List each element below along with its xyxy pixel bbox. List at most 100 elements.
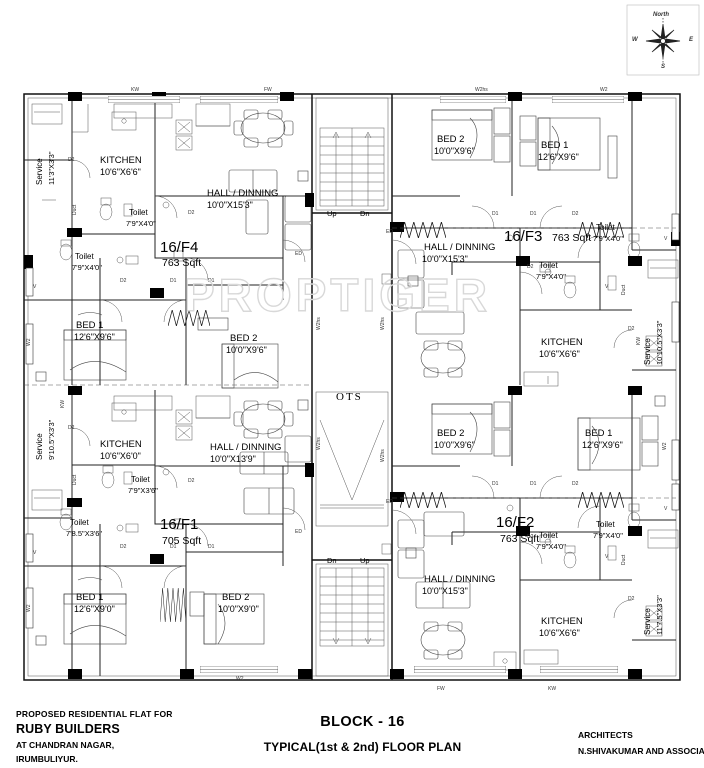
room-dims-hall-f2: 10'0"X15'3" xyxy=(422,586,468,596)
unit-name-f3: 16/F3 xyxy=(504,228,542,245)
proposed-for-label: PROPOSED RESIDENTIAL FLAT FOR xyxy=(16,709,173,719)
sofa-set-f1 xyxy=(239,399,312,515)
door-tag-d2a-f3: D2 xyxy=(572,211,579,217)
door-tag-d2a-f2: D2 xyxy=(572,481,579,487)
bed1-furniture-f2 xyxy=(577,395,666,471)
room-label-service-f2: Service xyxy=(643,608,652,635)
room-dims-hall-f3: 10'0"X15'3" xyxy=(422,254,468,264)
room-dims-kitchen-f4: 10'6"X6'6" xyxy=(100,167,141,177)
architects-label: ARCHITECTS xyxy=(578,730,633,740)
room-dims-toilet1-f1: 7'9"X3'6" xyxy=(128,486,158,495)
room-label-kitchen-f4: KITCHEN xyxy=(100,155,142,166)
room-dims-kitchen-f1: 10'6"X6'0" xyxy=(100,451,141,461)
central-core xyxy=(311,94,393,680)
doors-f1 xyxy=(71,427,306,589)
door-tag-d1b-f4: D1 xyxy=(208,278,215,284)
room-label-bed2-f1: BED 2 xyxy=(222,592,249,603)
stair-up-label-top: Up xyxy=(327,209,337,218)
room-dims-service-f1: 9'10.5"X3'3" xyxy=(47,419,56,460)
bed1-furniture-f3 xyxy=(519,115,618,179)
service-fixtures-f1 xyxy=(31,489,63,511)
ventilator-tag-f4: V xyxy=(33,284,37,290)
window-tag-fw-f4: FW xyxy=(264,87,272,93)
door-tag-d2b-f1: D2 xyxy=(188,478,195,484)
kitchen-counter-f2 xyxy=(493,529,679,671)
unit-name-f4: 16/F4 xyxy=(160,239,198,256)
stair-dn-label-top: Dn xyxy=(360,209,370,218)
bed2-furniture-f4 xyxy=(168,310,279,389)
door-tag-d2c-f2: D2 xyxy=(628,596,635,602)
dining-set-f1 xyxy=(233,400,294,439)
plan-subtitle: TYPICAL(1st & 2nd) FLOOR PLAN xyxy=(263,740,462,754)
window-tag-kw-f1: KW xyxy=(60,400,66,408)
duct-tag-f4: Duct xyxy=(72,204,78,215)
wing-tag-right: W2hs xyxy=(380,317,386,330)
room-label-toilet2-f4: Toilet xyxy=(75,252,94,261)
room-label-bed2-f3: BED 2 xyxy=(437,134,464,145)
drawing-title-block: BLOCK - 16 TYPICAL(1st & 2nd) FLOOR PLAN xyxy=(245,714,480,754)
bed1-furniture-f4 xyxy=(35,312,127,382)
room-label-bed1-f1: BED 1 xyxy=(76,592,103,603)
door-tag-d1a-f3: D1 xyxy=(492,211,499,217)
windows-f2 xyxy=(400,439,680,673)
architect-block: ARCHITECTS N.SHIVAKUMAR AND ASSOCIATES xyxy=(578,730,704,756)
duct-tag-f2: Duct xyxy=(621,554,627,565)
room-dims-service-f3: 10'10.5"X3'3" xyxy=(655,320,664,365)
door-tag-d2c-f3: D2 xyxy=(628,326,635,332)
room-label-toilet2-f1: Toilet xyxy=(70,518,89,527)
unit-area-f2: 763 Sqft xyxy=(500,533,539,545)
room-label-service-f3: Service xyxy=(643,338,652,365)
entry-door-tag-f1: ED xyxy=(295,529,302,535)
door-tag-d1b-f2: D1 xyxy=(530,481,537,487)
stair-up-label-bottom: Up xyxy=(360,556,370,565)
ventilator-tag-b-f3: V xyxy=(605,284,609,290)
room-dims-bed1-f4: 12'6"X9'6" xyxy=(74,332,115,342)
ventilator-tag-f1: V xyxy=(33,550,37,556)
door-tag-d1a-f4: D1 xyxy=(170,278,177,284)
doors-f2 xyxy=(391,475,633,619)
block-title: BLOCK - 16 xyxy=(320,714,405,730)
room-label-hall-f1: HALL / DINNING xyxy=(210,442,281,453)
stair-dn-label-bottom: Dn xyxy=(327,556,337,565)
unit-area-f4: 763 Sqft xyxy=(162,257,201,269)
room-dims-kitchen-f2: 10'6"X6'6" xyxy=(539,628,580,638)
unit-area-f1: 705 Sqft xyxy=(162,535,201,547)
unit-name-f1: 16/F1 xyxy=(160,516,198,533)
staircase-upper xyxy=(319,127,385,207)
title-block: PROPOSED RESIDENTIAL FLAT FOR RUBY BUILD… xyxy=(0,700,704,768)
window-tag-kw-f3: KW xyxy=(636,337,642,345)
room-dims-bed2-f2: 10'0"X9'6" xyxy=(434,440,475,450)
address-line-2: IRUMBULIYUR. xyxy=(16,754,78,764)
room-label-bed2-f2: BED 2 xyxy=(437,428,464,439)
window-tag-w2-f3: W2 xyxy=(600,87,608,93)
window-tag-kw-f2: KW xyxy=(548,686,556,692)
room-dims-service-f2: 11'7.5"X3'3" xyxy=(655,595,664,635)
unit-f4: KITCHEN 10'6"X6'6" HALL / DINNING 10'0"X… xyxy=(24,87,314,389)
room-label-kitchen-f2: KITCHEN xyxy=(541,616,583,627)
ventilator-tag-b-f2: V xyxy=(605,554,609,560)
door-tag-d2c-f4: D2 xyxy=(120,278,127,284)
room-dims-bed2-f4: 10'0"X9'6" xyxy=(226,345,267,355)
window-tag-w2-f4: W2 xyxy=(26,338,32,346)
room-dims-bed1-f3: 12'6"X9'6" xyxy=(538,152,579,162)
door-tag-d2a-f4: D2 xyxy=(68,157,75,163)
unit-f2: BED 2 10'0"X9'6" BED 1 12'6"X9'6" HALL /… xyxy=(381,386,680,692)
columns-f2 xyxy=(390,386,642,679)
room-label-bed1-f3: BED 1 xyxy=(541,140,568,151)
wing-tag-right2: W2hs xyxy=(380,449,386,462)
room-dims-hall-f1: 10'0"X13'9" xyxy=(210,454,256,464)
toilet-fixtures-f4 xyxy=(59,197,184,265)
ventilator-tag-a-f2: V xyxy=(664,506,668,512)
room-label-bed1-f2: BED 1 xyxy=(585,428,612,439)
compass-rose: North W E S xyxy=(626,4,700,76)
toilet-fixtures-f1 xyxy=(59,465,184,533)
ots-label: OTS xyxy=(336,391,363,403)
duct-tag-f3: Duct xyxy=(621,284,627,295)
room-dims-toilet2-f2: 7'9"X4'0" xyxy=(536,542,566,551)
window-tag-w2hs-f3: W2hs xyxy=(475,87,488,93)
unit-f3: BED 2 10'0"X9'6" BED 1 12'6"X9'6" HALL /… xyxy=(381,87,680,387)
address-line-1: AT CHANDRAN NAGAR, xyxy=(16,740,115,750)
kitchen-counter-f4 xyxy=(72,103,231,151)
entry-door-tag-f4: ED xyxy=(295,251,302,257)
